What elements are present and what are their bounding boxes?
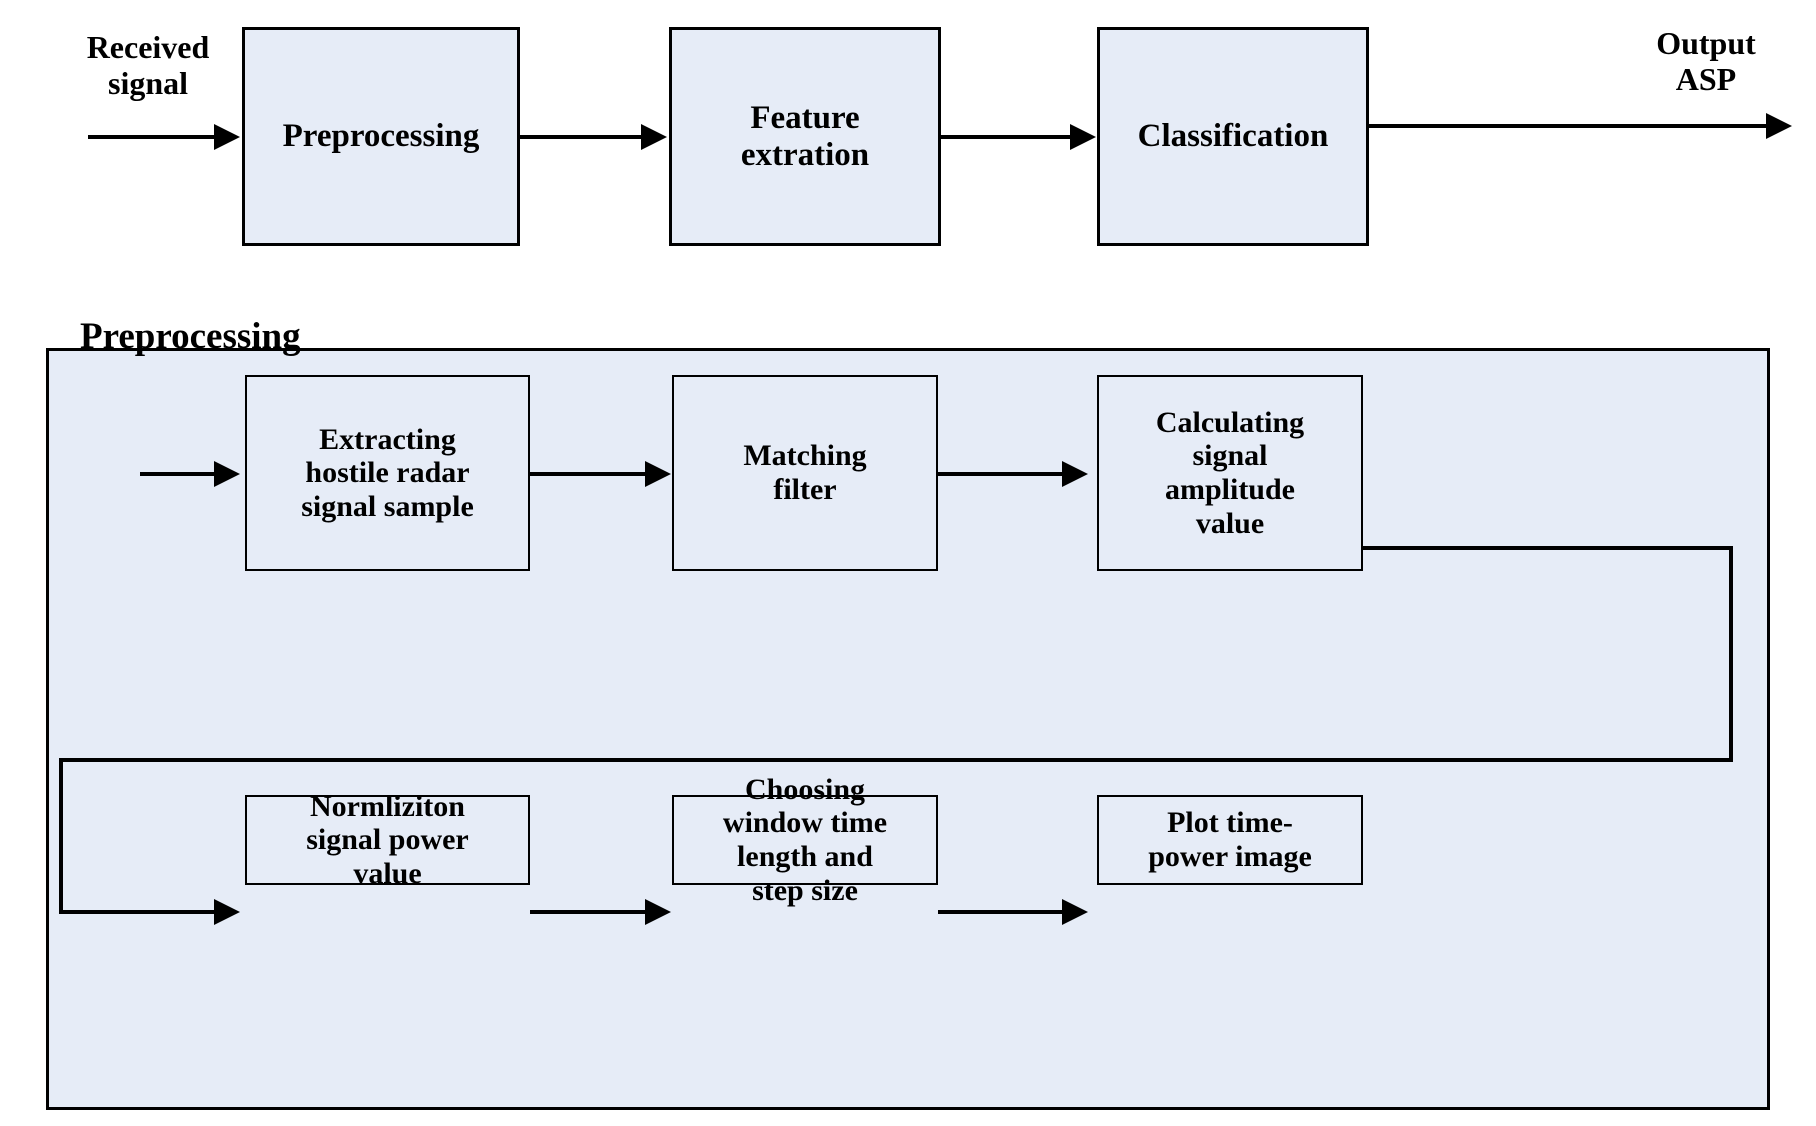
output-asp-label: Output ASP [1656,25,1756,97]
input-arrowhead [214,124,240,150]
connector-preprocessing-to-feature [520,135,648,139]
connector-choosing-to-plot [938,910,1068,914]
wrap-arrowhead-into-normliziton [214,899,240,925]
detail-box-plot-time-power-image[interactable]: Plot time- power image [1097,795,1363,885]
detail-box-matching-filter[interactable]: Matching filter [672,375,938,571]
wrap-line-across [59,758,1733,762]
detail-box-calculating-signal-amplitude-value[interactable]: Calculating signal amplitude value [1097,375,1363,571]
received-signal-label: Received signal [86,29,210,101]
wrap-line-right [1363,546,1733,550]
connector-normliziton-to-choosing [530,910,650,914]
detail-box-choosing-window-time-length-and-step-size[interactable]: Choosing window time length and step siz… [672,773,938,907]
wrap-line-into-normliziton [59,910,229,914]
arrowhead-normliziton-to-choosing [645,899,671,925]
preprocessing-panel-title: Preprocessing [80,316,301,357]
stage-box-classification[interactable]: Classification [1097,27,1369,246]
detail-entry-line [140,472,228,476]
stage-box-feature-extration[interactable]: Feature extration [669,27,941,246]
arrowhead-feature-to-classification [1070,124,1096,150]
connector-feature-to-classification [941,135,1077,139]
output-arrowhead [1766,113,1792,139]
detail-box-extracting-hostile-radar-signal-sample[interactable]: Extracting hostile radar signal sample [245,375,530,571]
wrap-line-down-right [1729,546,1733,762]
arrowhead-matching-to-calculating [1062,461,1088,487]
arrowhead-preprocessing-to-feature [641,124,667,150]
arrowhead-extracting-to-matching [645,461,671,487]
detail-entry-arrowhead [214,461,240,487]
connector-matching-to-calculating [938,472,1068,476]
stage-box-preprocessing[interactable]: Preprocessing [242,27,520,246]
output-arrow-line [1369,124,1771,128]
connector-extracting-to-matching [530,472,650,476]
arrowhead-choosing-to-plot [1062,899,1088,925]
detail-box-normliziton-signal-power-value[interactable]: Normliziton signal power value [245,790,530,890]
input-arrow-line [88,135,228,139]
wrap-line-down-left [59,758,63,914]
